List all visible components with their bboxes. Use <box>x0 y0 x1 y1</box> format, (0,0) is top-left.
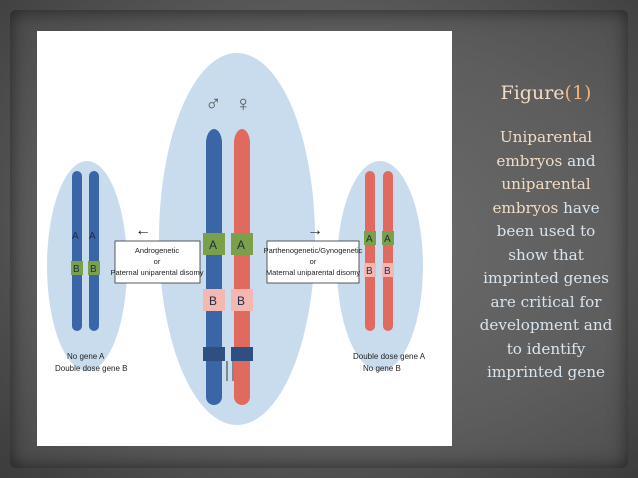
figure-panel: ♂ ♀ A B A B A A <box>37 31 452 446</box>
left-caption-line2: Double dose gene B <box>55 364 128 373</box>
right-chromosome-pair: A A B B <box>364 171 394 331</box>
left-cell <box>47 161 127 371</box>
maternal-gene-b-label: B <box>237 294 245 308</box>
right-cell <box>337 161 423 371</box>
paternal-gene-a-label: A <box>209 238 217 252</box>
svg-text:Parthenogenetic/Gynogenetic: Parthenogenetic/Gynogenetic <box>264 246 363 255</box>
svg-text:or: or <box>154 257 161 266</box>
caption-highlight-2: uniparental embryos <box>492 175 591 217</box>
maternal-centromere <box>231 347 253 361</box>
paternal-centromere <box>203 347 225 361</box>
androgenetic-box: Androgenetic or Paternal uniparental dis… <box>111 240 204 284</box>
left-gene-b-2: B <box>90 264 97 275</box>
right-gene-b-2: B <box>384 266 391 277</box>
female-symbol: ♀ <box>235 91 252 116</box>
right-gene-a-1: A <box>366 234 373 245</box>
left-caption-line1: No gene A <box>67 352 105 361</box>
right-arrow: → <box>307 222 323 239</box>
figure-caption: Uniparental embryos and uniparental embr… <box>476 126 616 385</box>
maternal-gene-a-label: A <box>237 238 245 252</box>
uniparental-diagram: ♂ ♀ A B A B A A <box>47 53 426 425</box>
caption-text-2: have been used to show that imprinted ge… <box>479 198 613 382</box>
paternal-chromosome: A B <box>203 129 225 405</box>
maternal-arrow-stems <box>226 361 234 381</box>
paternal-gene-a <box>203 233 225 255</box>
right-caption-line2: No gene B <box>363 364 401 373</box>
svg-text:Paternal uniparental disomy: Paternal uniparental disomy <box>111 268 204 277</box>
left-arrow: ← <box>135 222 151 239</box>
figure-title: Figure(1) <box>480 82 612 104</box>
maternal-gene-a <box>231 233 253 255</box>
svg-text:or: or <box>310 257 317 266</box>
right-gene-a-2: A <box>384 234 391 245</box>
left-chromosome-pair: A A B B <box>71 171 100 331</box>
right-caption-line1: Double dose gene A <box>353 352 426 361</box>
figure-title-number: (1) <box>564 82 592 104</box>
maternal-gene-b <box>231 289 253 311</box>
parthenogenetic-box: Parthenogenetic/Gynogenetic or Maternal … <box>264 240 363 284</box>
left-gene-a-1: A <box>72 231 79 242</box>
left-gene-a-2: A <box>89 231 96 242</box>
svg-text:Maternal uniparental disomy: Maternal uniparental disomy <box>266 268 360 277</box>
caption-highlight-1: Uniparental embryos <box>496 128 593 170</box>
svg-text:Androgenetic: Androgenetic <box>135 246 179 255</box>
caption-text-1: and <box>562 151 596 170</box>
maternal-chromosome: A B <box>226 129 253 405</box>
male-symbol: ♂ <box>205 91 222 116</box>
left-gene-b-1: B <box>73 264 80 275</box>
figure-title-text: Figure <box>500 82 565 104</box>
paternal-gene-b-label: B <box>209 294 217 308</box>
right-gene-b-1: B <box>366 266 373 277</box>
paternal-gene-b <box>203 289 225 311</box>
